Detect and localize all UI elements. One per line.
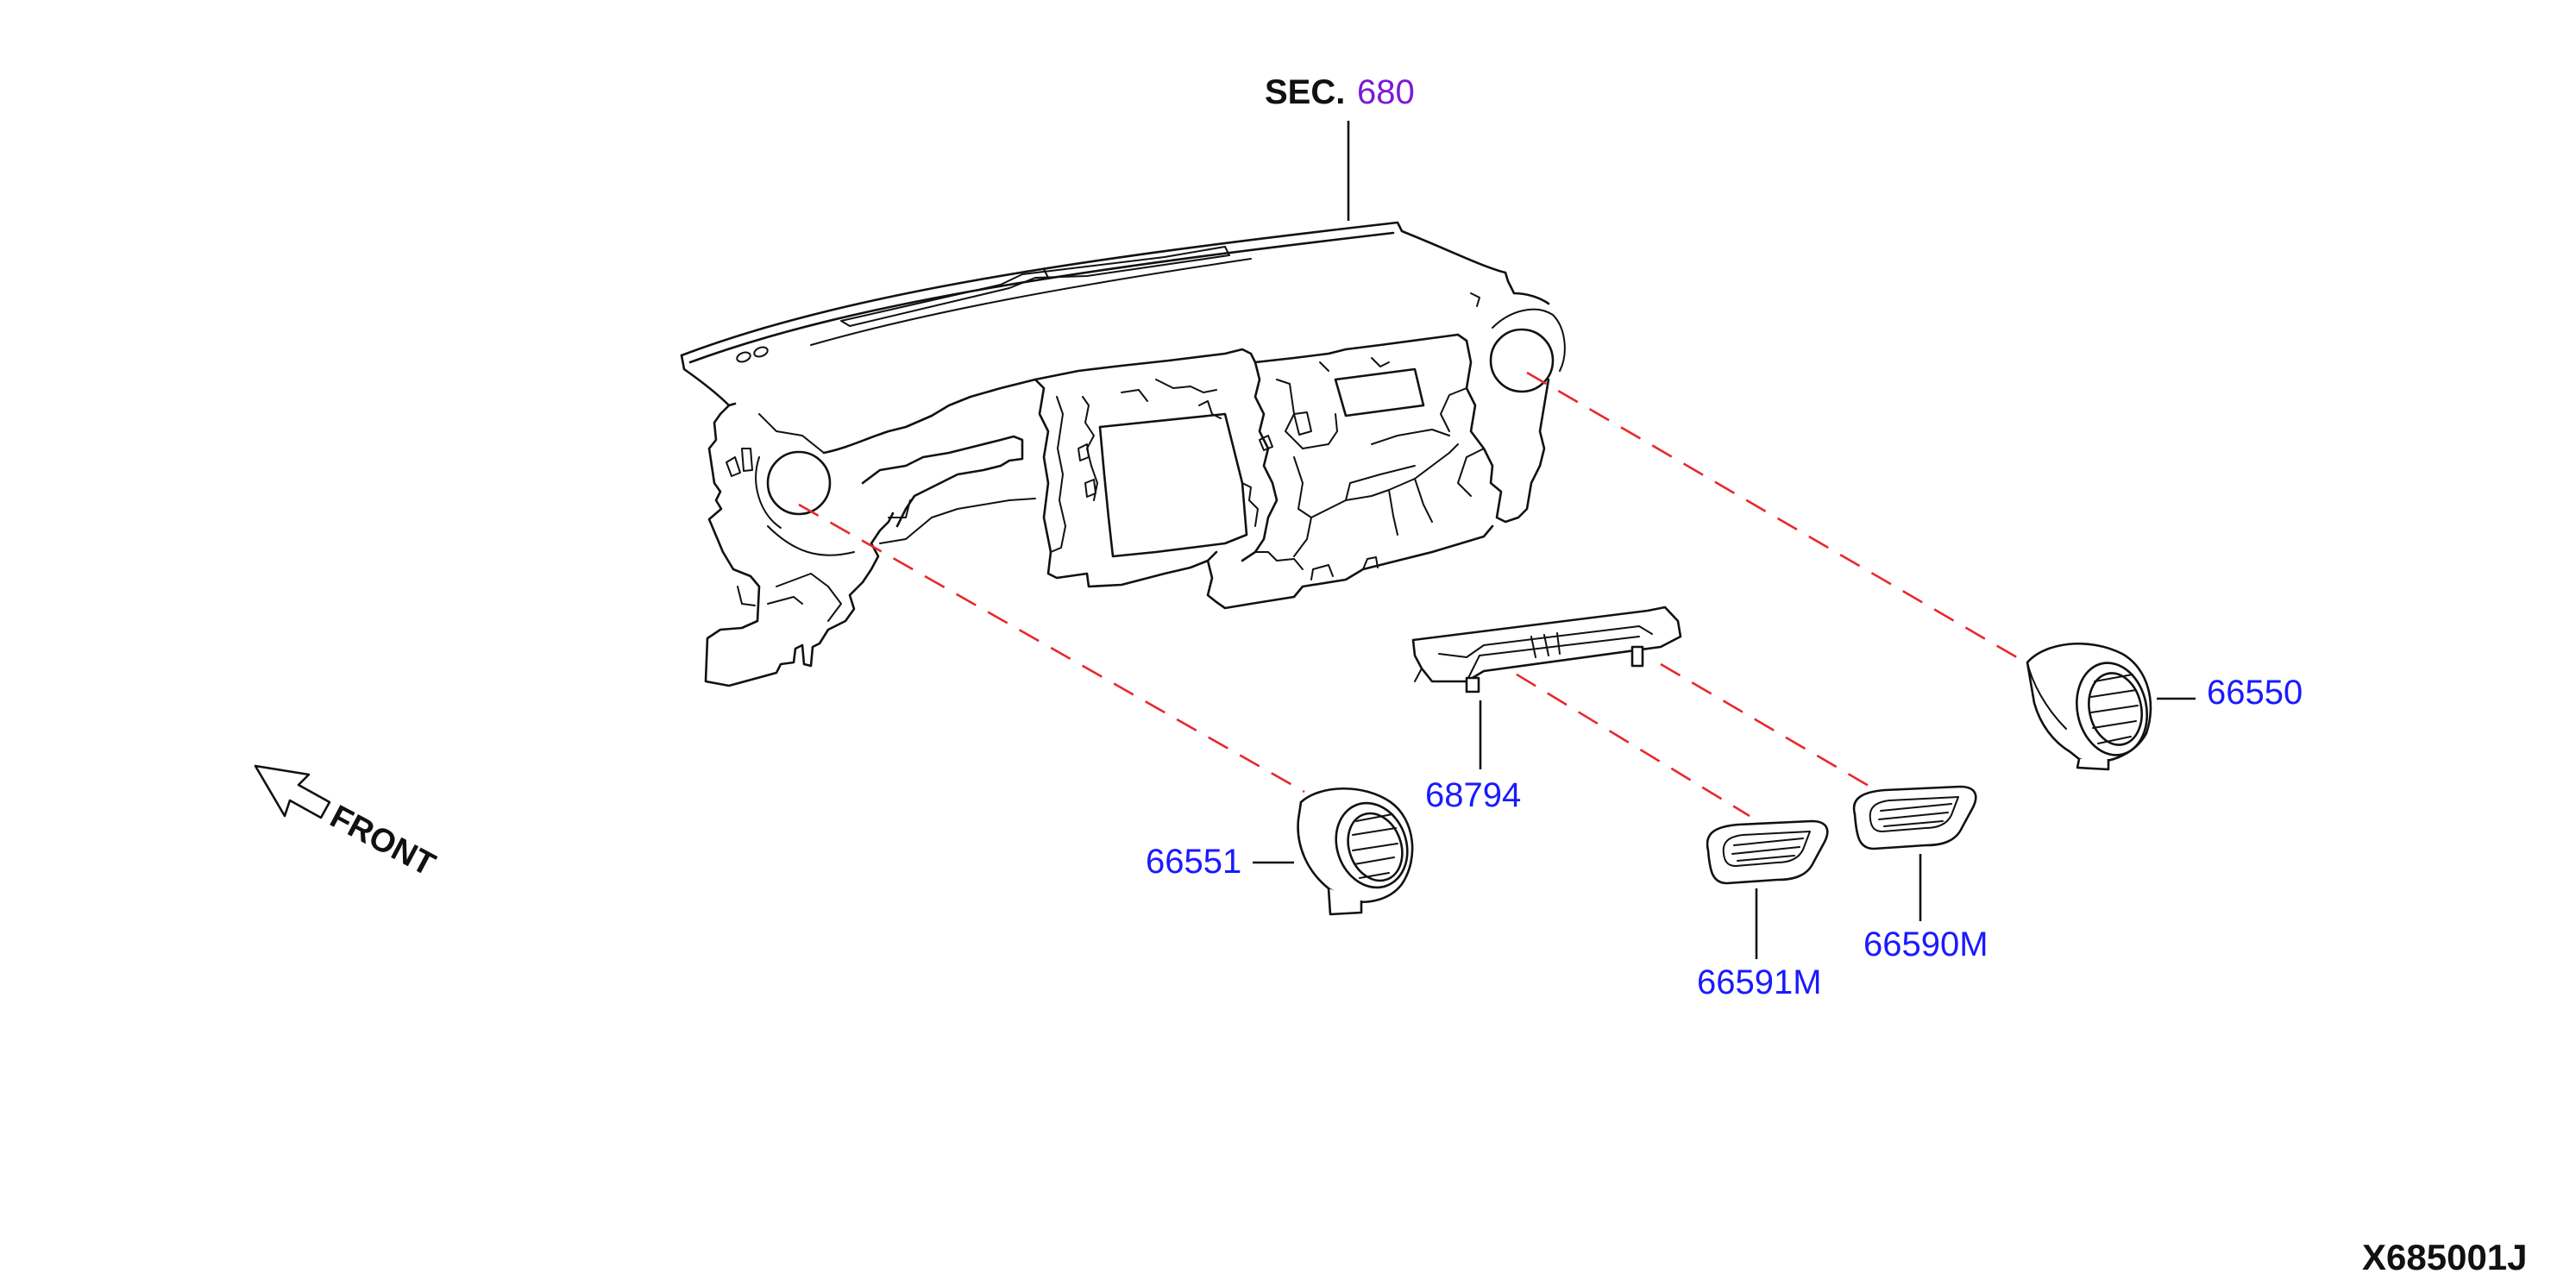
part-number-66591M[interactable]: 66591M	[1697, 963, 1822, 1001]
section-number[interactable]: 680	[1357, 73, 1415, 111]
guide-line-center-vent-right	[1660, 662, 1880, 794]
front-label: FRONT	[324, 799, 441, 884]
part-66590M-center-ventilator[interactable]: 66590M	[1852, 785, 1989, 963]
guide-line-left-vent	[798, 503, 1305, 794]
section-prefix: SEC.	[1265, 73, 1345, 111]
front-direction-indicator: FRONT	[254, 764, 441, 884]
guide-line-center-vent-left	[1485, 654, 1750, 818]
instrument-panel-drawing	[680, 221, 1566, 687]
part-number-66590M[interactable]: 66590M	[1863, 925, 1989, 963]
guide-line-right-vent	[1526, 371, 2026, 664]
part-number-66551[interactable]: 66551	[1146, 843, 1241, 881]
part-66551-side-ventilator[interactable]: 66551	[1146, 787, 1419, 916]
guide-lines	[798, 371, 2026, 818]
part-66591M-center-ventilator[interactable]: 66591M	[1697, 819, 1829, 1001]
part-number-68794[interactable]: 68794	[1425, 776, 1521, 814]
part-number-66550[interactable]: 66550	[2207, 674, 2303, 712]
part-66550-side-ventilator[interactable]: 66550	[2026, 642, 2303, 771]
section-reference[interactable]: SEC. 680	[1265, 73, 1415, 221]
front-arrow-icon	[254, 764, 331, 819]
part-68794-center-bracket[interactable]: 68794	[1411, 605, 1682, 814]
diagram-code: X685001J	[2362, 1237, 2528, 1277]
